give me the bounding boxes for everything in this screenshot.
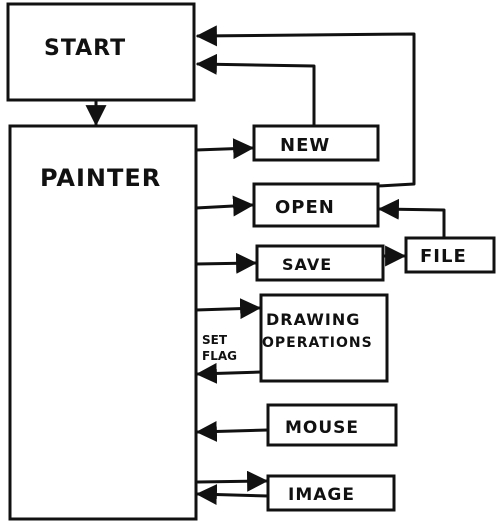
new-node: NEW — [252, 124, 380, 162]
edge-mouse-to-painter — [195, 420, 270, 442]
image-label: IMAGE — [288, 485, 355, 505]
edge-painter-to-save — [194, 252, 258, 274]
edge-file-to-open — [377, 198, 446, 240]
edge-painter-to-drawing — [194, 298, 262, 320]
save-label: SAVE — [282, 255, 332, 274]
painter-node: PAINTER — [8, 124, 198, 521]
start-node: START — [6, 2, 196, 102]
operations-label: OPERATIONS — [262, 335, 373, 351]
edge-painter-to-open — [194, 195, 255, 217]
drawing-label: DRAWING — [266, 310, 360, 329]
set-flag-label-line2: FLAG — [202, 349, 237, 363]
edge-drawing-to-painter — [195, 362, 263, 384]
open-node: OPEN — [252, 182, 380, 228]
file-label: FILE — [420, 246, 467, 267]
set-flag-label-line1: SET — [202, 333, 228, 347]
edge-new-to-start — [195, 53, 316, 128]
edge-painter-to-image — [196, 470, 269, 492]
mouse-label: MOUSE — [285, 418, 359, 438]
edge-open-to-start — [195, 25, 416, 188]
start-label: START — [44, 36, 126, 61]
edge-image-to-painter — [195, 484, 270, 506]
save-node: SAVE — [255, 244, 385, 282]
edge-painter-to-new — [194, 138, 255, 160]
drawing-operations-node: DRAWING OPERATIONS — [259, 293, 389, 383]
open-label: OPEN — [275, 197, 335, 218]
image-node: IMAGE — [266, 474, 396, 512]
new-label: NEW — [280, 135, 330, 156]
file-node: FILE — [404, 236, 496, 274]
mouse-node: MOUSE — [266, 403, 398, 447]
painter-label: PAINTER — [40, 164, 161, 192]
